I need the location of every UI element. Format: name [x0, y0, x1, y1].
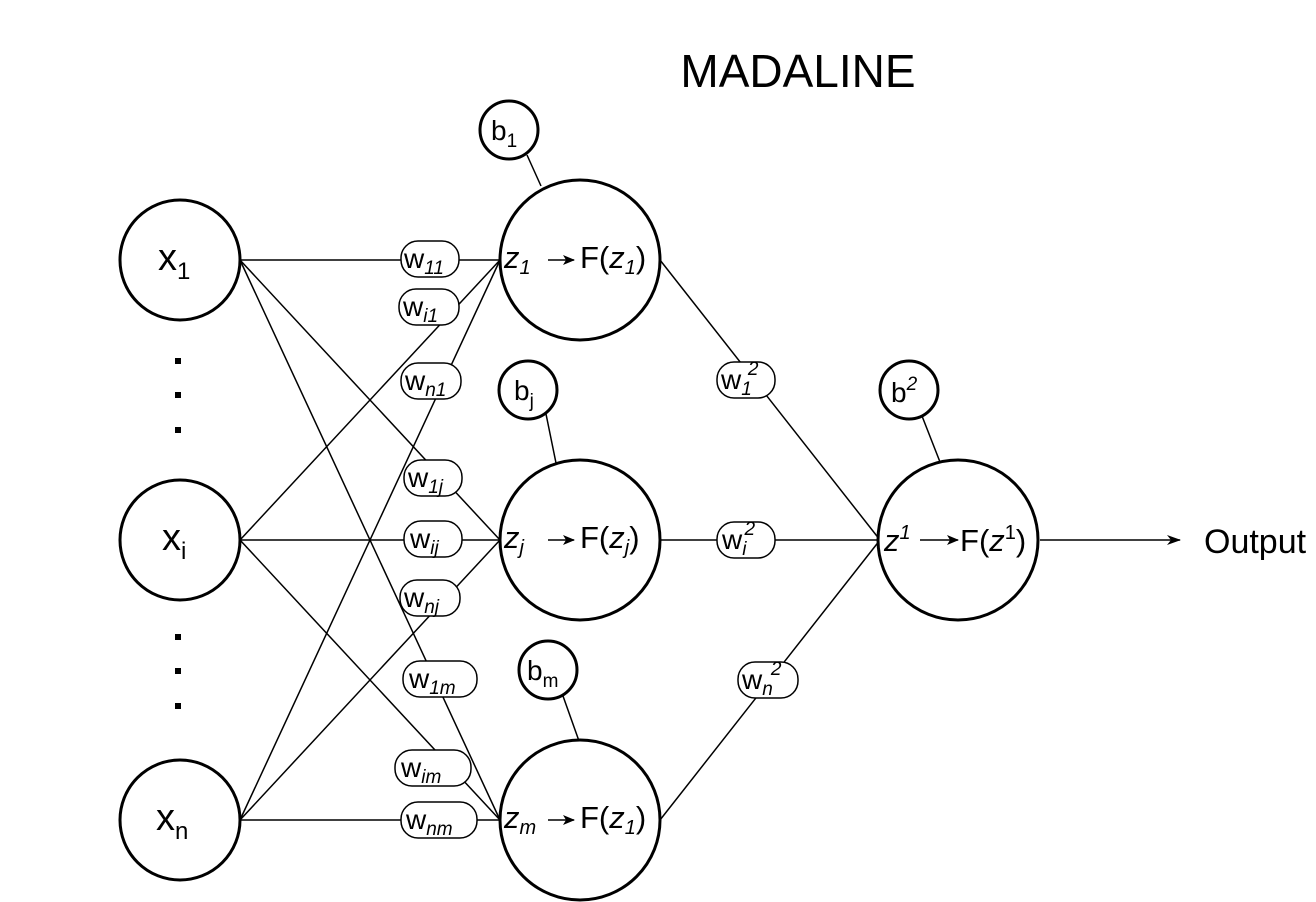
input-base: x	[158, 237, 177, 279]
edge-b2-out	[921, 415, 941, 463]
svg-text:w11: w11	[403, 243, 444, 279]
diagram-title: MADALINE	[680, 45, 915, 97]
weight-label-w11: w11	[400, 240, 460, 279]
svg-text:w1j: w1j	[407, 462, 444, 498]
hidden-activation: zm	[503, 800, 536, 839]
input-subscript: i	[181, 538, 186, 565]
bias-node-bm: bm	[517, 639, 579, 701]
bias-node-bj: bj	[497, 359, 559, 421]
weight-label-wn1: wn1	[400, 362, 462, 401]
hidden-circle	[498, 178, 662, 342]
ellipsis-dots-upper	[175, 358, 181, 433]
edge-bj-hj	[545, 413, 557, 464]
input-node-xi: xi	[118, 478, 242, 602]
input-node-xn: xn	[118, 758, 242, 882]
hidden-circle	[498, 738, 662, 902]
weight-label-wi-2: wi2	[716, 519, 776, 560]
weight-label-w1m: w1m	[402, 660, 478, 699]
input-circle	[118, 198, 242, 322]
svg-text:w12: w12	[720, 359, 759, 400]
svg-text:wnm: wnm	[405, 804, 453, 840]
output-activation: z1	[883, 522, 911, 558]
weight-label-wij: wij	[403, 520, 463, 559]
svg-text:b2: b2	[891, 374, 918, 408]
hidden-unit-1: z1 F(z1)	[498, 178, 662, 342]
svg-text:wn2: wn2	[741, 659, 782, 700]
svg-text:F(z1): F(z1)	[960, 522, 1026, 558]
bias-node-b1: b1	[478, 99, 540, 161]
layer1-connections	[239, 259, 501, 821]
svg-text:wim: wim	[400, 752, 441, 788]
output-label: Output	[1204, 523, 1307, 561]
svg-text:xn: xn	[156, 797, 188, 845]
svg-text:wn1: wn1	[404, 365, 446, 401]
bias-connections	[526, 154, 941, 742]
edge-h1-out	[659, 259, 881, 541]
weight-label-wnm: wnm	[400, 801, 478, 840]
ellipsis-dots-lower	[175, 634, 181, 709]
input-base: x	[156, 797, 175, 839]
svg-text:F(z1): F(z1)	[580, 800, 646, 839]
weight-label-wim: wim	[394, 749, 472, 788]
hidden-unit-j: zj F(zj)	[498, 458, 662, 622]
svg-text:wi1: wi1	[402, 291, 438, 327]
svg-text:w1m: w1m	[408, 663, 456, 699]
svg-text:F(z1): F(z1)	[580, 240, 646, 279]
weight-label-wn-2: wn2	[737, 659, 799, 700]
weight-label-wi1: wi1	[398, 288, 460, 327]
bias-node-b2: b2	[878, 359, 940, 421]
input-base: x	[162, 517, 181, 559]
output-unit: z1 F(z1)	[876, 458, 1040, 622]
edge-b1-h1	[526, 154, 542, 187]
svg-text:bj: bj	[514, 375, 534, 412]
hidden-activation: zj	[503, 520, 525, 559]
input-circle	[118, 478, 242, 602]
hidden-unit-m: zm F(z1)	[498, 738, 662, 902]
edge-bm-hm	[562, 695, 580, 742]
hidden-activation: z1	[503, 240, 531, 279]
edge-xn-h1	[239, 259, 501, 821]
input-node-x1: x1	[118, 198, 242, 322]
svg-text:wnj: wnj	[403, 582, 440, 618]
weight-label-w1j: w1j	[403, 459, 463, 498]
input-circle	[118, 758, 242, 882]
svg-text:F(zj): F(zj)	[580, 520, 640, 559]
svg-text:xi: xi	[162, 517, 186, 565]
input-subscript: 1	[177, 258, 190, 285]
hidden-circle	[498, 458, 662, 622]
svg-text:wij: wij	[409, 523, 439, 559]
svg-text:wi2: wi2	[721, 519, 755, 560]
weight-label-wnj: wnj	[399, 579, 461, 618]
weight-label-w1-2: w12	[716, 359, 776, 400]
svg-text:x1: x1	[158, 237, 190, 285]
svg-text:b1: b1	[491, 115, 517, 152]
svg-text:bm: bm	[527, 655, 558, 692]
input-subscript: n	[175, 818, 188, 845]
